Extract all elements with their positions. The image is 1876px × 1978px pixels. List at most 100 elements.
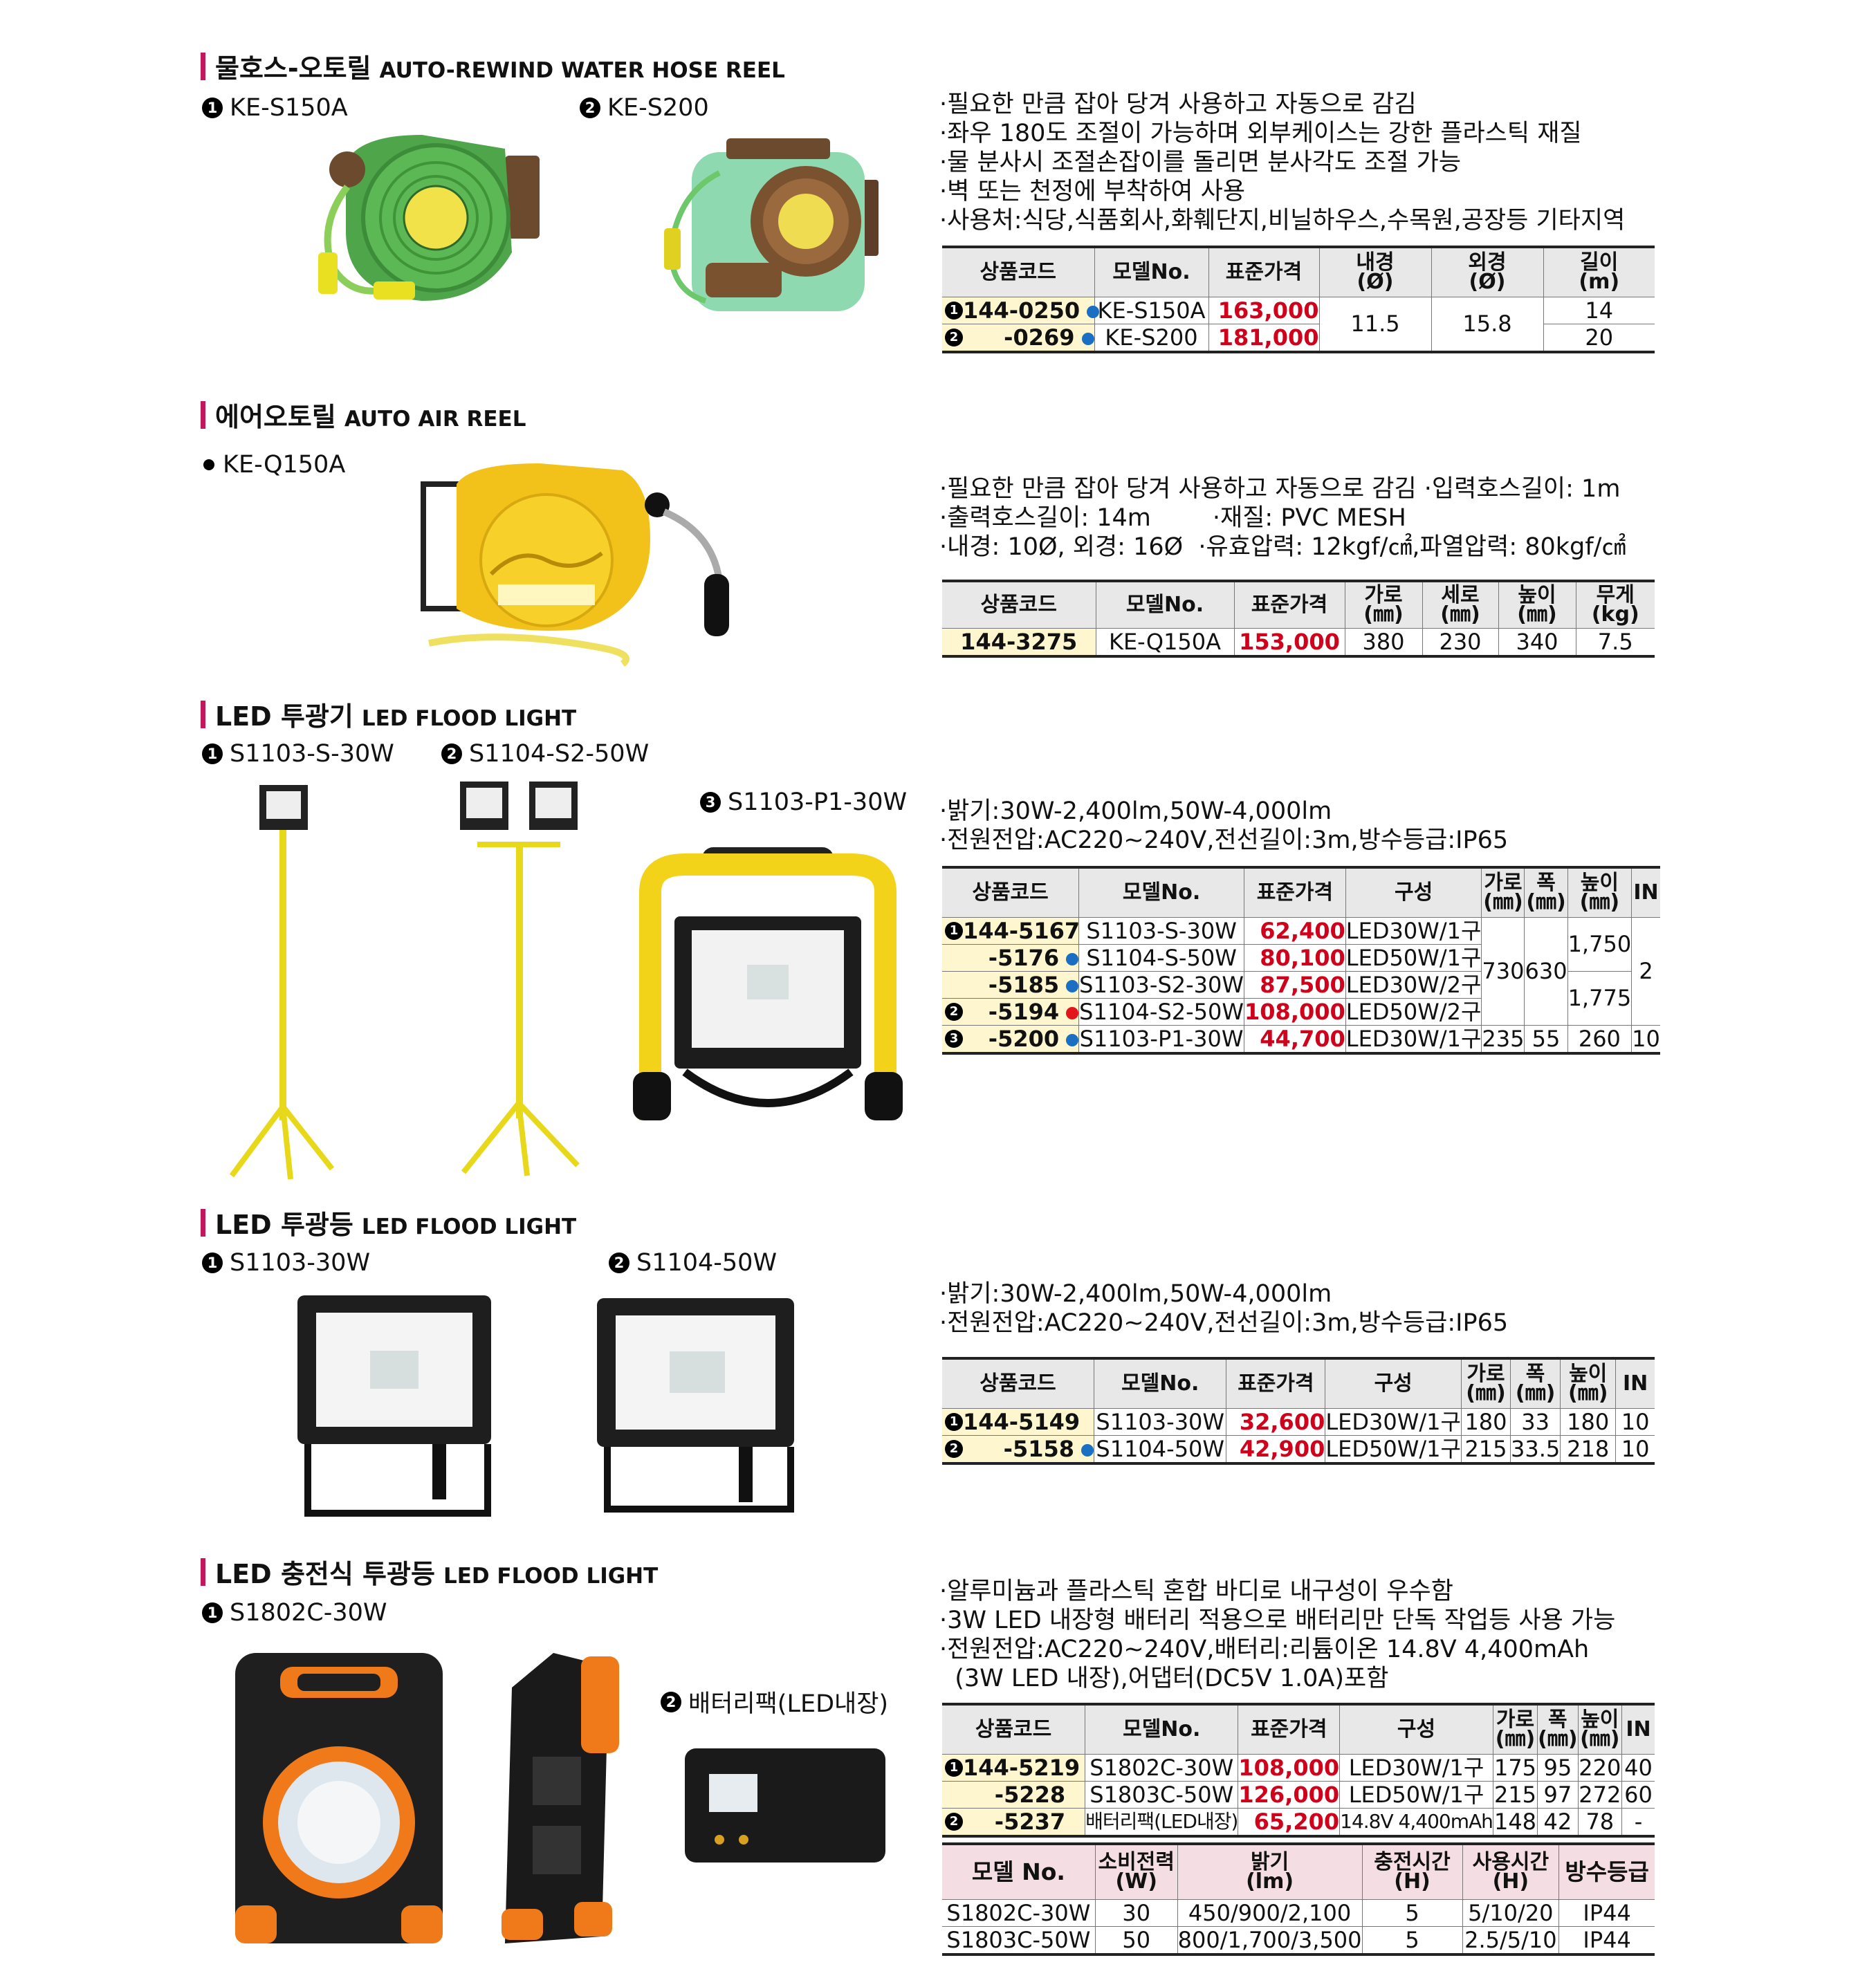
model-cell: S1802C-30W xyxy=(942,1898,1096,1927)
width-cell: 215 xyxy=(1460,1434,1511,1463)
header-depth: 폭(㎜) xyxy=(1524,867,1568,918)
table-row: 2-5194 S1104-S2-50W 108,000 LED50W/2구 xyxy=(942,997,1660,1026)
section-title-ko: LED 충전식 투광등 xyxy=(215,1559,435,1589)
height-cell: 1,750 xyxy=(1567,916,1633,972)
flood2-features: ·밝기:30W-2,400lm,50W-4,000lm ·전원전압:AC220~… xyxy=(939,1279,1508,1338)
model-label: 1 KE-S150A xyxy=(202,94,348,122)
height-cell: 220 xyxy=(1577,1753,1623,1782)
header-weight: 무게(kg) xyxy=(1575,581,1655,629)
model-cell: S1103-P1-30W xyxy=(1078,1024,1245,1053)
header-text: 소비전력 xyxy=(1098,1849,1175,1874)
product-code: 3-5200 xyxy=(942,1024,1080,1053)
header-height: 높이(㎜) xyxy=(1560,1358,1617,1409)
table-row: 144-3275 KE-Q150A 153,000 380 230 340 7.… xyxy=(942,627,1655,656)
model-cell: S1103-S-30W xyxy=(1078,916,1245,945)
section-title-ko: LED 투광등 xyxy=(215,1210,353,1240)
ip-rating-cell: IP44 xyxy=(1558,1898,1655,1927)
power-cell: 50 xyxy=(1094,1925,1178,1954)
charge-spec-table: 상품코드 모델No. 표준가격 구성 가로(㎜) 폭(㎜) 높이(㎜) IN 1… xyxy=(942,1703,1655,1838)
width-cell: 215 xyxy=(1492,1780,1538,1809)
flood2-spec-table: 상품코드 모델No. 표준가격 구성 가로(㎜) 폭(㎜) 높이(㎜) IN 1… xyxy=(942,1357,1655,1465)
code-text: -5228 xyxy=(994,1781,1066,1808)
depth-cell: 33 xyxy=(1509,1407,1561,1436)
header-unit: (㎜) xyxy=(1483,889,1523,914)
section-title-en: LED FLOOD LIGHT xyxy=(361,1214,577,1239)
header-text: 높이 xyxy=(1518,582,1556,607)
header-use-time: 사용시간(H) xyxy=(1462,1844,1560,1900)
price-cell: 32,600 xyxy=(1226,1407,1326,1436)
product-code: 2-5194 xyxy=(942,997,1080,1026)
header-code: 상품코드 xyxy=(942,581,1096,629)
color-dot xyxy=(1066,952,1079,965)
in-cell: 60 xyxy=(1621,1780,1655,1809)
header-code: 상품코드 xyxy=(942,867,1080,918)
header-inner: 내경(Ø) xyxy=(1318,247,1432,297)
tripod-flood-light-single-image xyxy=(229,785,335,1180)
model-name: S1104-50W xyxy=(636,1249,778,1277)
model-cell: S1803C-50W xyxy=(942,1925,1096,1954)
code-text: -5237 xyxy=(994,1808,1066,1835)
header-width: 가로(㎜) xyxy=(1344,581,1423,629)
price-cell: 163,000 xyxy=(1208,296,1320,324)
in-cell: 10 xyxy=(1631,1024,1660,1053)
width-cell: 380 xyxy=(1344,627,1423,656)
number-badge: 1 xyxy=(945,1758,963,1777)
model-cell: S1103-S2-30W xyxy=(1078,970,1245,999)
composition-cell: LED30W/1구 xyxy=(1339,1753,1493,1782)
use-time-cell: 2.5/5/10 xyxy=(1462,1925,1560,1954)
product-code: -5228 xyxy=(942,1780,1086,1809)
price-cell: 42,900 xyxy=(1226,1434,1326,1463)
header-unit: (㎜) xyxy=(1580,1726,1620,1751)
charge-time-cell: 5 xyxy=(1361,1898,1463,1927)
height-cell: 1,775 xyxy=(1567,970,1632,1026)
model-cell: S1104-50W xyxy=(1093,1434,1227,1463)
section-marker xyxy=(201,52,205,80)
model-cell: S1104-S2-50W xyxy=(1078,997,1245,1026)
color-dot xyxy=(1066,1033,1079,1046)
number-badge: 2 xyxy=(441,743,462,764)
header-price: 표준가격 xyxy=(1208,247,1320,297)
header-text: 가로 xyxy=(1484,870,1523,895)
feature-line: ·전원전압:AC220~240V,전선길이:3m,방수등급:IP65 xyxy=(939,826,1509,854)
header-text: 길이 xyxy=(1580,250,1619,275)
price-cell: 126,000 xyxy=(1238,1780,1341,1809)
header-brightness: 밝기(lm) xyxy=(1177,1844,1363,1900)
in-cell: 40 xyxy=(1621,1753,1655,1782)
composition-cell: LED30W/1구 xyxy=(1345,916,1482,945)
header-unit: (H) xyxy=(1394,1869,1431,1894)
feature-line: ·사용처:식당,식품회사,화훼단지,비닐하우스,수목원,공장등 기타지역 xyxy=(939,207,1626,234)
header-unit: (Ø) xyxy=(1469,269,1506,294)
section-title-rechargeable: LED 충전식 투광등 LED FLOOD LIGHT xyxy=(201,1553,658,1591)
table-row: -5228 S1803C-50W 126,000 LED50W/1구 215 9… xyxy=(942,1780,1655,1809)
bullet-dot xyxy=(203,459,214,470)
model-label: KE-Q150A xyxy=(203,451,345,479)
color-dot xyxy=(1087,305,1100,318)
charge-performance-table: 모델 No. 소비전력(W) 밝기(lm) 충전시간(H) 사용시간(H) 방수… xyxy=(942,1842,1655,1956)
feature-line: ·밝기:30W-2,400lm,50W-4,000lm xyxy=(939,797,1332,825)
color-dot xyxy=(1081,332,1094,345)
charge-time-cell: 5 xyxy=(1361,1925,1463,1954)
header-charge-time: 충전시간(H) xyxy=(1361,1844,1463,1900)
model-label: 1 S1802C-30W xyxy=(202,1599,387,1627)
price-cell: 108,000 xyxy=(1244,997,1346,1026)
length-cell: 14 xyxy=(1543,296,1655,324)
header-unit: (㎜) xyxy=(1579,889,1620,914)
brightness-cell: 450/900/2,100 xyxy=(1177,1898,1363,1927)
outer-diameter-cell: 15.8 xyxy=(1431,296,1544,352)
header-unit: (lm) xyxy=(1246,1869,1294,1894)
header-depth: 폭(㎜) xyxy=(1509,1358,1561,1409)
header-text: 가로 xyxy=(1466,1361,1505,1386)
number-badge: 2 xyxy=(580,98,600,118)
header-text: 폭 xyxy=(1536,870,1556,895)
composition-cell: LED50W/1구 xyxy=(1345,943,1482,972)
price-cell: 87,500 xyxy=(1244,970,1346,999)
header-text: 폭 xyxy=(1525,1361,1545,1386)
header-unit: (W) xyxy=(1115,1869,1157,1894)
model-name: S1802C-30W xyxy=(230,1599,387,1627)
price-cell: 44,700 xyxy=(1244,1024,1346,1053)
header-unit: (H) xyxy=(1492,1869,1529,1894)
